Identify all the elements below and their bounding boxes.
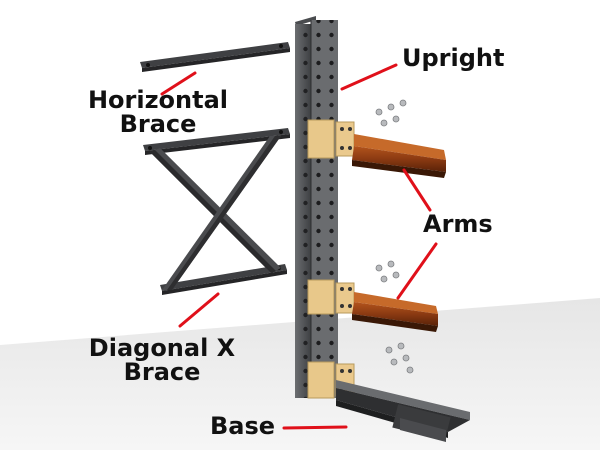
leader-horizontal-brace xyxy=(160,71,197,96)
base-assembly xyxy=(307,361,470,442)
horizontal-brace-top xyxy=(140,42,290,72)
label-diagonal-x-brace: Diagonal X Brace xyxy=(82,336,242,384)
label-diagonal-x-brace-line1: Diagonal X xyxy=(88,334,236,362)
label-base: Base xyxy=(210,412,276,440)
arm-upper xyxy=(307,119,446,178)
leader-upright xyxy=(340,63,398,91)
arm-middle xyxy=(307,279,438,332)
diagonal-x-brace xyxy=(143,128,290,295)
leader-diagonal-brace xyxy=(178,292,220,328)
label-horizontal-brace-line1: Horizontal xyxy=(87,86,229,114)
label-arms: Arms xyxy=(423,210,493,238)
leader-base xyxy=(282,425,348,430)
bolts-middle xyxy=(375,260,400,283)
upright-column xyxy=(295,16,338,398)
leader-arm-middle xyxy=(396,242,438,300)
label-upright: Upright xyxy=(402,44,505,72)
bolts-upper xyxy=(375,99,407,127)
leader-lines xyxy=(160,63,438,430)
label-horizontal-brace-line2: Brace xyxy=(119,110,197,138)
label-horizontal-brace: Horizontal Brace xyxy=(82,88,234,136)
label-diagonal-x-brace-line2: Brace xyxy=(123,358,201,386)
bolts-base xyxy=(385,342,414,374)
leader-arm-upper xyxy=(402,168,432,212)
